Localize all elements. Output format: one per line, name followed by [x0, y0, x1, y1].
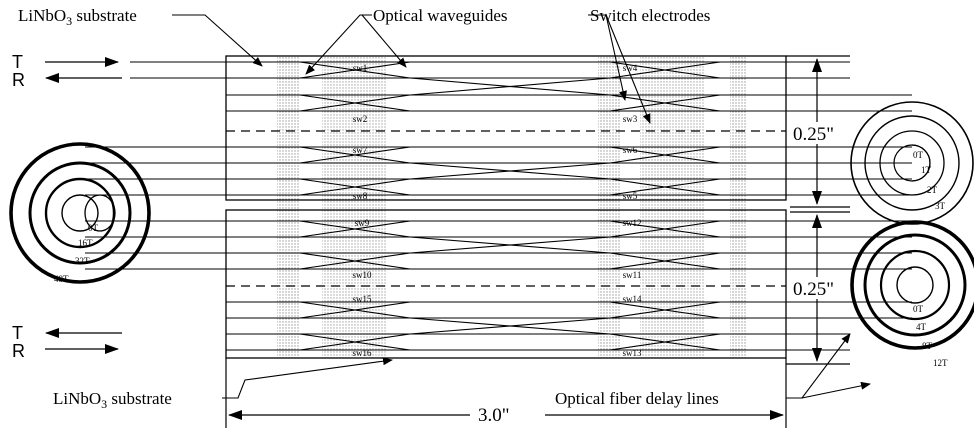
coil-top-right	[850, 101, 974, 225]
switch-label: sw16	[352, 348, 372, 358]
coil-turn-label: 0T	[88, 223, 99, 233]
coil-turn-label: 12T	[933, 358, 948, 368]
waveguide-crossing	[609, 333, 721, 351]
width-dimension	[225, 358, 787, 428]
coil-turn-label: 2T	[927, 185, 938, 195]
coil-turn-label: 16T	[78, 238, 93, 248]
coil-turn-label: 1T	[921, 165, 932, 175]
waveguide-crossing	[299, 252, 411, 270]
waveguide-crossing	[609, 178, 721, 196]
leader-lines	[172, 14, 871, 399]
width-label: 3.0"	[478, 405, 510, 426]
coil-bottom-right	[879, 249, 951, 321]
coil-bottom-right	[896, 266, 934, 304]
waveguide-crossing	[299, 220, 411, 238]
label-substrate-bottom: LiNbO3 substrate	[53, 389, 172, 411]
switch-label: sw1	[353, 63, 368, 73]
spacing-dimension	[786, 55, 850, 365]
waveguide-crossing	[609, 94, 721, 112]
switch-label: sw11	[623, 270, 642, 280]
substrate-bottom	[225, 209, 787, 359]
coil-left	[44, 177, 116, 249]
spacing-label-top: 0.25"	[793, 124, 834, 145]
waveguide-crossing	[609, 61, 721, 79]
coil-left	[9, 142, 151, 284]
waveguide-crossing	[409, 77, 611, 96]
coil-turn-label: 3T	[935, 201, 946, 211]
label-waveguides: Optical waveguides	[373, 6, 508, 25]
waveguide-crossing	[609, 252, 721, 270]
waveguide-crossing	[299, 146, 411, 164]
switch-label: sw5	[623, 191, 638, 201]
switch-label: sw8	[353, 191, 368, 201]
port-top-r: R	[12, 70, 25, 90]
coil-bottom-right	[850, 220, 974, 350]
port-bottom-t: T	[12, 323, 23, 343]
switch-label: sw3	[623, 114, 638, 124]
coil-top-right	[864, 115, 960, 211]
waveguide-crossing	[299, 301, 411, 319]
waveguide-crossing	[409, 317, 611, 335]
switch-label: sw4	[623, 63, 638, 73]
coil-turn-label: 48T	[54, 274, 69, 284]
waveguide-crossing	[299, 94, 411, 112]
waveguide-crossing	[299, 178, 411, 196]
coil-left	[28, 161, 132, 265]
switch-label: sw6	[623, 145, 638, 155]
port-top-t: T	[12, 52, 23, 72]
waveguide-crossing	[299, 333, 411, 351]
waveguide-crossing	[299, 61, 411, 79]
coil-top-right	[879, 130, 945, 196]
switch-label: sw13	[622, 348, 642, 358]
waveguide-crossing	[609, 220, 721, 238]
switch-label: sw14	[622, 294, 642, 304]
label-substrate-top: LiNbO3 substrate	[18, 6, 137, 28]
coil-left	[61, 194, 99, 232]
switch-label: sw2	[353, 114, 368, 124]
spacing-label-bottom: 0.25"	[793, 279, 834, 300]
coil-bottom-right	[863, 233, 967, 337]
coil-turn-label: 8T	[922, 341, 933, 351]
waveguides	[85, 61, 912, 351]
coil-turn-label: 4T	[916, 322, 927, 332]
waveguide-crossing	[609, 146, 721, 164]
switch-label: sw7	[353, 145, 368, 155]
substrate-top	[225, 55, 787, 201]
label-electrodes: Switch electrodes	[590, 6, 710, 25]
switch-label: sw12	[622, 218, 641, 228]
waveguide-crossing	[609, 301, 721, 319]
label-delay-lines: Optical fiber delay lines	[555, 389, 719, 408]
coil-turn-label: 32T	[75, 256, 90, 266]
coil-turn-label: 0T	[913, 304, 924, 314]
switch-labels: sw1 sw4 sw2 sw3 sw7 sw6 sw8 sw5 sw9 sw12 sw10 sw11 s…	[352, 63, 642, 358]
waveguide-crossing	[409, 162, 611, 180]
switch-label: sw9	[355, 218, 370, 228]
coil-turn-label: 0T	[913, 150, 924, 160]
switch-label: sw15	[352, 294, 372, 304]
switch-label: sw10	[352, 270, 372, 280]
port-bottom-r: R	[12, 341, 25, 361]
waveguide-crossing	[409, 236, 611, 254]
fiber-coils	[9, 101, 974, 350]
